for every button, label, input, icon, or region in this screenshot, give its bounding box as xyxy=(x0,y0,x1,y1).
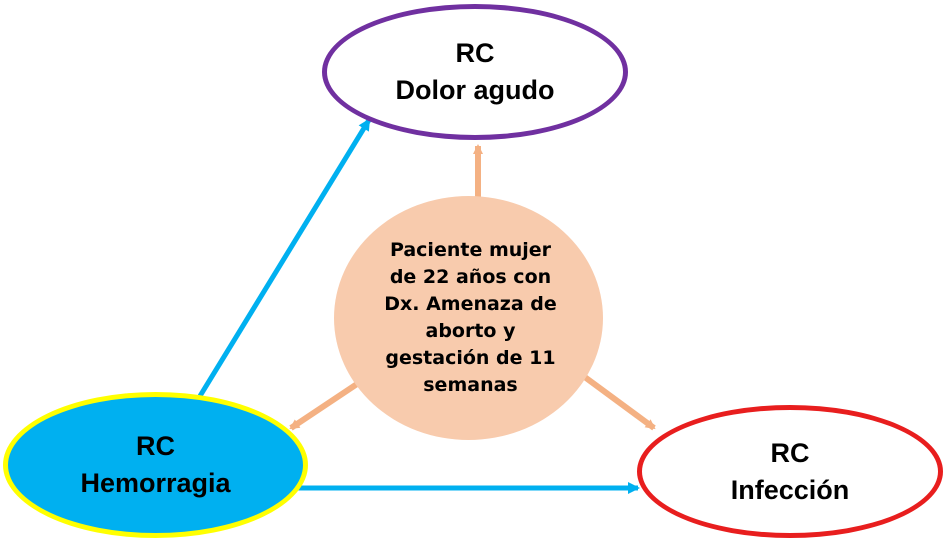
node-hemorragia-line2: Hemorragia xyxy=(80,468,231,498)
node-infeccion: RC Infección xyxy=(637,405,943,538)
node-paciente-line: gestación de 11 xyxy=(385,347,556,369)
node-dolor-agudo: RC Dolor agudo xyxy=(322,4,628,140)
node-paciente: Paciente mujer de 22 años con Dx. Amenaz… xyxy=(334,196,603,440)
arrow-center-to-hemorragia xyxy=(289,379,362,431)
node-paciente-line: de 22 años con xyxy=(389,266,552,288)
arrow-hemorragia-to-dolor xyxy=(197,118,372,398)
arrow-center-to-infeccion xyxy=(580,372,656,431)
node-infeccion-line1: RC xyxy=(770,437,810,468)
node-dolor-agudo-line1: RC xyxy=(455,38,495,68)
node-paciente-line: semanas xyxy=(423,374,518,396)
node-paciente-line: aborto y xyxy=(425,320,516,342)
node-paciente-line: Paciente mujer xyxy=(389,239,552,261)
node-dolor-agudo-line2: Dolor agudo xyxy=(395,75,555,105)
node-hemorragia: RC Hemorragia xyxy=(3,392,308,538)
node-hemorragia-line1: RC xyxy=(136,431,175,461)
node-infeccion-line2: Infección xyxy=(730,474,850,505)
node-paciente-line: Dx. Amenaza de xyxy=(384,293,557,315)
